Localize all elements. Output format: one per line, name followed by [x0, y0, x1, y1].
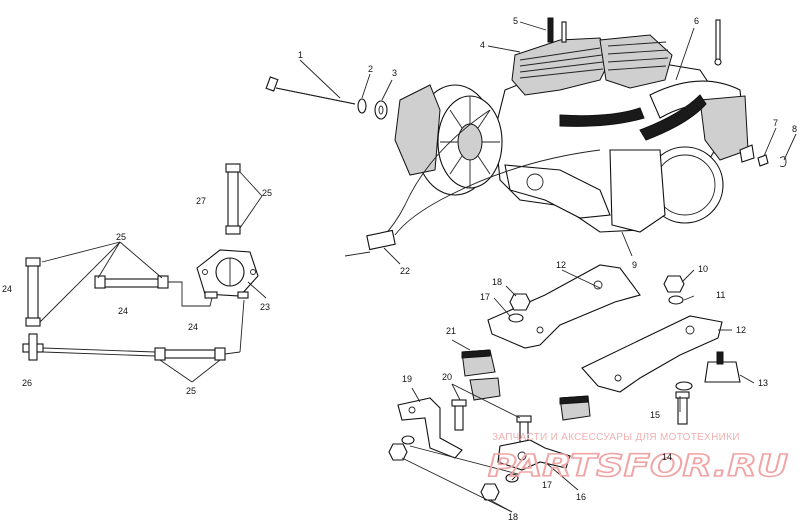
bolt-hardware — [265, 76, 787, 167]
callout-18a: 18 — [492, 277, 502, 287]
fuel-line-assembly — [22, 163, 267, 383]
callout-22: 22 — [400, 266, 410, 276]
callout-15: 15 — [650, 410, 660, 420]
callout-25a: 25 — [116, 232, 126, 242]
watermark-tagline: ЗАПЧАСТИ И АКСЕССУАРЫ ДЛЯ МОТОТЕХНИКИ — [492, 432, 740, 443]
callout-14: 14 — [662, 452, 672, 462]
callout-1: 1 — [298, 50, 303, 60]
callout-25c: 25 — [186, 386, 196, 396]
callout-20: 20 — [442, 372, 452, 382]
callout-6: 6 — [694, 16, 699, 26]
callout-13: 13 — [758, 378, 768, 388]
engine-assembly — [344, 17, 755, 257]
callout-9: 9 — [632, 260, 637, 270]
callout-21: 21 — [446, 326, 456, 336]
callout-23: 23 — [260, 302, 270, 312]
callout-17a: 17 — [480, 292, 490, 302]
callout-3: 3 — [392, 68, 397, 78]
callout-5: 5 — [513, 16, 518, 26]
engine-leaders — [299, 21, 797, 265]
callout-18b: 18 — [508, 512, 518, 522]
callout-24b: 24 — [118, 306, 128, 316]
callout-11: 11 — [716, 290, 725, 300]
callout-16: 16 — [576, 492, 586, 502]
callout-24a: 24 — [2, 284, 12, 294]
callout-8: 8 — [792, 124, 797, 134]
callout-25b: 25 — [262, 188, 272, 198]
callout-2: 2 — [368, 64, 373, 74]
watermark: ЗАПЧАСТИ И АКСЕССУАРЫ ДЛЯ МОТОТЕХНИКИ PA… — [487, 432, 789, 485]
callout-7: 7 — [773, 118, 778, 128]
callout-27: 27 — [196, 196, 206, 206]
callout-4: 4 — [480, 40, 485, 50]
callout-24c: 24 — [188, 322, 198, 332]
mount-brackets — [388, 264, 755, 513]
callout-19: 19 — [402, 374, 412, 384]
callout-labels: 1 2 3 4 5 6 7 8 9 10 11 12 12 13 14 15 1… — [2, 16, 797, 522]
callout-17b: 17 — [542, 480, 552, 490]
callout-12b: 12 — [736, 325, 746, 335]
callout-26: 26 — [22, 378, 32, 388]
callout-12a: 12 — [556, 260, 566, 270]
watermark-logo: PARTSFOR.RU — [488, 449, 788, 484]
callout-10: 10 — [698, 264, 708, 274]
